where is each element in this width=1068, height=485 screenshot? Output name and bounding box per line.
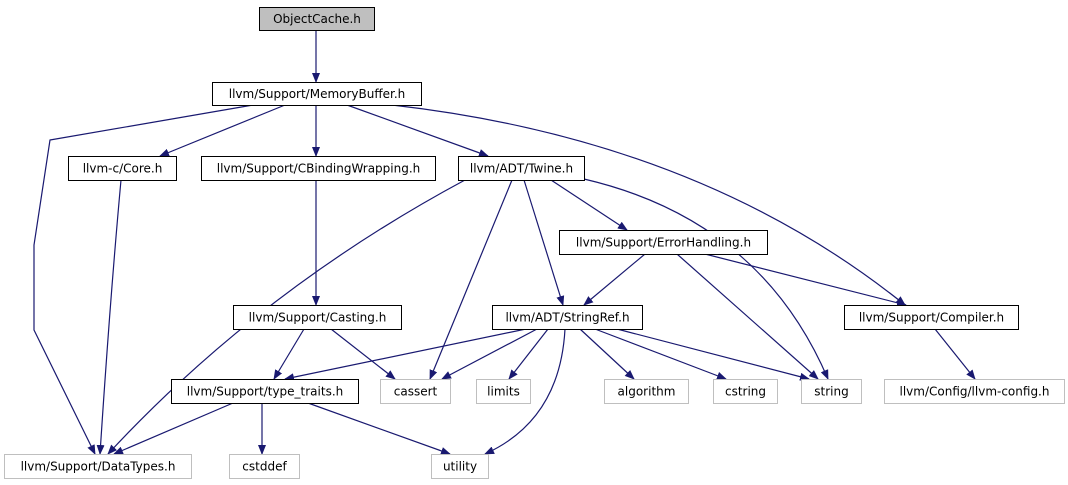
node-label: llvm/Support/Compiler.h [859, 311, 1004, 325]
node-label: cassert [394, 385, 438, 399]
edge-memorybuffer-to-core [159, 104, 286, 157]
node-label: limits [487, 385, 520, 399]
node-box [884, 379, 1065, 404]
edge-twine-to-stringref [523, 179, 565, 306]
node-box [212, 82, 422, 106]
node-label: utility [443, 460, 477, 474]
node-label: string [814, 385, 848, 399]
node-box [801, 379, 862, 404]
edge-typetraits-to-datatypes [113, 402, 234, 455]
node-label: llvm/ADT/StringRef.h [505, 311, 629, 325]
node-label: algorithm [618, 385, 676, 399]
node-label: ObjectCache.h [273, 12, 361, 26]
edge-core-to-datatypes [96, 179, 122, 455]
node-cstddef: cstddef [229, 454, 300, 479]
node-cstring: cstring [713, 379, 778, 404]
node-box [259, 7, 375, 31]
node-label: llvm/Support/ErrorHandling.h [576, 236, 751, 250]
edge-errorhandling-to-compiler [704, 253, 907, 307]
edge-errorhandling-to-string [676, 253, 819, 380]
node-label: llvm/ADT/Twine.h [470, 162, 573, 176]
edge-casting-to-typetraits [273, 328, 305, 380]
edge-errorhandling-to-stringref [583, 253, 646, 306]
node-label: cstring [725, 385, 766, 399]
node-box [458, 156, 585, 181]
edge-stringref-to-algorithm [579, 328, 635, 380]
edge-stringref-to-utility [484, 328, 566, 455]
node-box [492, 305, 643, 330]
node-box [233, 305, 402, 330]
edge-stringref-to-cstring [594, 328, 727, 380]
edge-stringref-to-limits [508, 328, 549, 380]
node-string: string [801, 379, 862, 404]
edge-casting-to-cassert [330, 328, 396, 380]
node-box [380, 379, 451, 404]
edge-memorybuffer-to-datatypes [33, 104, 254, 455]
node-stringref[interactable]: llvm/ADT/StringRef.h [492, 305, 643, 330]
edge-stringref-to-typetraits [284, 328, 527, 382]
node-box [229, 454, 300, 479]
edge-typetraits-to-utility [307, 402, 451, 455]
node-box [844, 305, 1019, 330]
node-box [4, 454, 192, 479]
node-twine[interactable]: llvm/ADT/Twine.h [458, 156, 585, 181]
node-cbinding[interactable]: llvm/Support/CBindingWrapping.h [201, 156, 436, 181]
nodes-layer: ObjectCache.h llvm/Support/MemoryBuffer.h… [4, 7, 1065, 479]
node-llvmconfig: llvm/Config/llvm-config.h [884, 379, 1065, 404]
node-objectcache: ObjectCache.h [259, 7, 375, 31]
node-utility: utility [431, 454, 489, 479]
node-box [604, 379, 689, 404]
node-box [476, 379, 531, 404]
edges-layer [33, 30, 976, 455]
node-label: llvm/Support/CBindingWrapping.h [217, 162, 421, 176]
node-algorithm: algorithm [604, 379, 689, 404]
node-box [171, 379, 359, 404]
node-box [68, 156, 177, 181]
node-datatypes: llvm/Support/DataTypes.h [4, 454, 192, 479]
edge-stringref-to-string [616, 328, 810, 381]
node-limits: limits [476, 379, 531, 404]
node-box [713, 379, 778, 404]
node-typetraits[interactable]: llvm/Support/type_traits.h [171, 379, 359, 404]
edge-stringref-to-cassert [441, 328, 538, 380]
node-errorhandling[interactable]: llvm/Support/ErrorHandling.h [559, 230, 768, 255]
edge-compiler-to-llvmconfig [934, 328, 976, 380]
node-memorybuffer[interactable]: llvm/Support/MemoryBuffer.h [212, 82, 422, 106]
node-label: llvm/Support/type_traits.h [187, 385, 344, 399]
node-label: llvm/Support/DataTypes.h [21, 460, 176, 474]
edge-memorybuffer-to-twine [346, 104, 489, 157]
edge-twine-to-datatypes [107, 179, 466, 455]
node-compiler[interactable]: llvm/Support/Compiler.h [844, 305, 1019, 330]
node-label: llvm-c/Core.h [83, 162, 163, 176]
edge-twine-to-errorhandling [550, 179, 628, 231]
node-cassert: cassert [380, 379, 451, 404]
node-box [201, 156, 436, 181]
node-core[interactable]: llvm-c/Core.h [68, 156, 177, 181]
node-label: llvm/Support/Casting.h [249, 311, 387, 325]
edge-memorybuffer-to-compiler [391, 104, 906, 306]
node-box [559, 230, 768, 255]
node-label: llvm/Config/llvm-config.h [900, 385, 1050, 399]
node-label: llvm/Support/MemoryBuffer.h [229, 87, 406, 101]
node-label: cstddef [242, 460, 287, 474]
node-box [431, 454, 489, 479]
node-casting[interactable]: llvm/Support/Casting.h [233, 305, 402, 330]
